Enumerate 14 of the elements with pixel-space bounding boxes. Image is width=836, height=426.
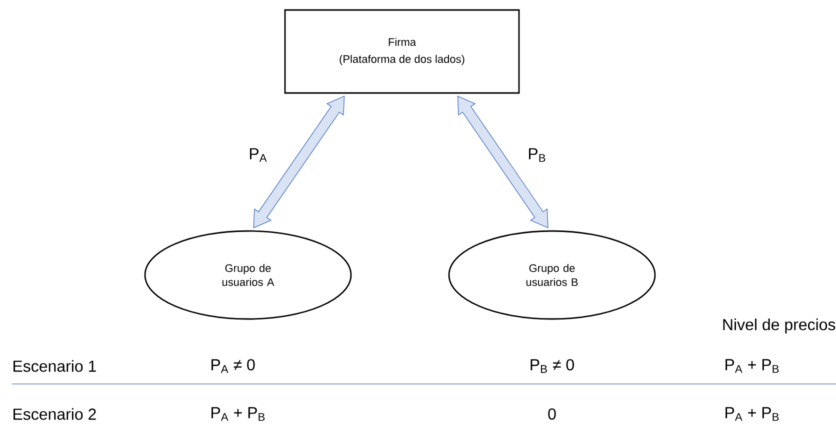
row-label: Escenario 1 xyxy=(14,360,96,372)
edge-label: P$_{B}$ xyxy=(529,148,546,162)
column-heading: Nivel de precios xyxy=(723,318,836,334)
table-value: P$_{B}$ ≠ 0 xyxy=(530,359,574,373)
table-value: 0 xyxy=(548,408,556,420)
table-value: P$_{A}$ + P$_{B}$ xyxy=(212,407,265,421)
platform-box: Firma (Plataforma de dos lados) xyxy=(284,9,520,94)
table-value: P$_{A}$ + P$_{B}$ xyxy=(726,359,779,373)
table-value: P$_{A}$ ≠ 0 xyxy=(212,359,255,373)
edge-label: P$_{A}$ xyxy=(250,148,267,162)
double-arrow xyxy=(457,96,548,228)
table-value: P$_{A}$ + P$_{B}$ xyxy=(726,407,779,421)
double-arrow xyxy=(253,96,345,228)
row-label: Escenario 2 xyxy=(14,408,96,420)
